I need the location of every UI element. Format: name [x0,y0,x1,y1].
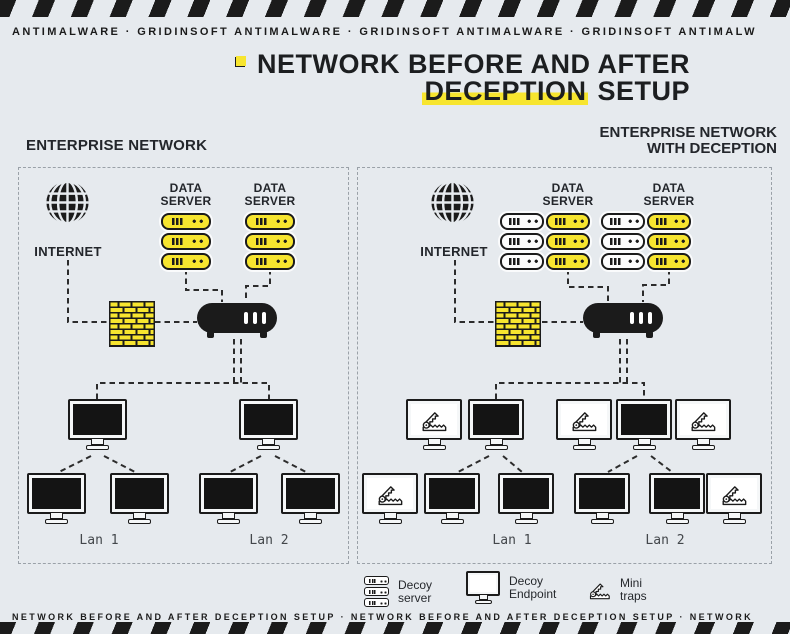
data-server-label: DATA SERVER [542,181,594,208]
workstation-icon [468,399,524,450]
hazard-stripes-top [0,0,790,17]
internet-label: INTERNET [420,244,488,259]
lan-label: Lan 2 [645,533,685,548]
title-line2-rest: SETUP [597,76,690,106]
mini-trap-icon [588,580,611,600]
router-icon [583,303,663,338]
right-panel-header: ENTERPRISE NETWORK WITH DECEPTION [599,125,777,157]
workstation-icon [27,473,86,524]
right-header-line2: WITH DECEPTION [647,140,777,157]
legend-label: Decoy Endpoint [509,573,557,601]
internet-label: INTERNET [34,244,102,259]
internet-globe-icon [45,180,90,225]
enterprise-network-panel: INTERNET DATA SERVER DATA SERVER Lan 1 L… [18,167,349,564]
workstation-icon [424,473,480,524]
title-line2-highlight: DECEPTION [422,76,589,106]
decoy-endpoint-icon [556,399,612,450]
workstation-icon [281,473,340,524]
title-line1: NETWORK BEFORE AND AFTER [257,49,690,79]
workstation-icon [498,473,554,524]
workstation-icon [110,473,169,524]
decoy-endpoint-icon [406,399,462,450]
mini-trap-icon [420,408,448,432]
mini-trap-icon [570,408,598,432]
workstation-icon [574,473,630,524]
decoy-endpoint-icon [706,473,762,524]
data-server-label: DATA SERVER [160,181,212,208]
workstation-icon [199,473,258,524]
title-bullet-icon [236,56,247,66]
workstation-icon [616,399,672,450]
router-icon [197,303,277,338]
internet-globe-icon [430,180,475,225]
left-panel-header: ENTERPRISE NETWORK [26,137,208,154]
title-line2-row: DECEPTION SETUP [236,76,690,106]
router-ports [244,312,266,324]
workstation-icon [649,473,705,524]
decoy-server-icon [500,213,544,270]
top-banner-text: ANTIMALWARE · GRIDINSOFT ANTIMALWARE · G… [12,26,757,38]
mini-trap-icon [689,408,717,432]
data-server-label: DATA SERVER [643,181,695,208]
hazard-stripes-bottom [0,622,790,634]
right-header-line1: ENTERPRISE NETWORK [599,124,777,141]
page-title: NETWORK BEFORE AND AFTER DECEPTION SETUP [236,51,690,106]
decoy-server-icon [364,576,389,607]
workstation-icon [68,399,127,450]
decoy-endpoint-icon [466,571,500,604]
decoy-server-icon [601,213,645,270]
mini-trap-icon [376,482,404,506]
lan-label: Lan 1 [492,533,532,548]
network-links [58,260,307,473]
data-server-icon [546,213,590,270]
legend-item-decoy-endpoint: Decoy Endpoint [466,571,556,604]
lan-label: Lan 1 [79,533,119,548]
bottom-banner-text: NETWORK BEFORE AND AFTER DECEPTION SETUP… [12,612,754,622]
data-server-icon [245,213,295,270]
data-server-icon [647,213,691,270]
decoy-endpoint-icon [362,473,418,524]
enterprise-network-with-deception-panel: INTERNET DATA SERVER DATA SERVER Lan 1 L… [357,167,772,564]
data-server-label: DATA SERVER [244,181,296,208]
network-links [454,260,673,473]
mini-trap-icon [720,482,748,506]
legend-label: Decoy server [398,577,433,605]
lan-label: Lan 2 [249,533,289,548]
legend-label: Mini traps [620,576,647,603]
data-server-icon [161,213,211,270]
legend-item-mini-traps: Mini traps [588,577,647,603]
firewall-icon [109,301,155,347]
workstation-icon [239,399,298,450]
firewall-icon [495,301,541,347]
legend-item-decoy-server: Decoy server [364,576,432,607]
title-line1-row: NETWORK BEFORE AND AFTER [236,51,690,78]
decoy-endpoint-icon [675,399,731,450]
router-ports [630,312,652,324]
